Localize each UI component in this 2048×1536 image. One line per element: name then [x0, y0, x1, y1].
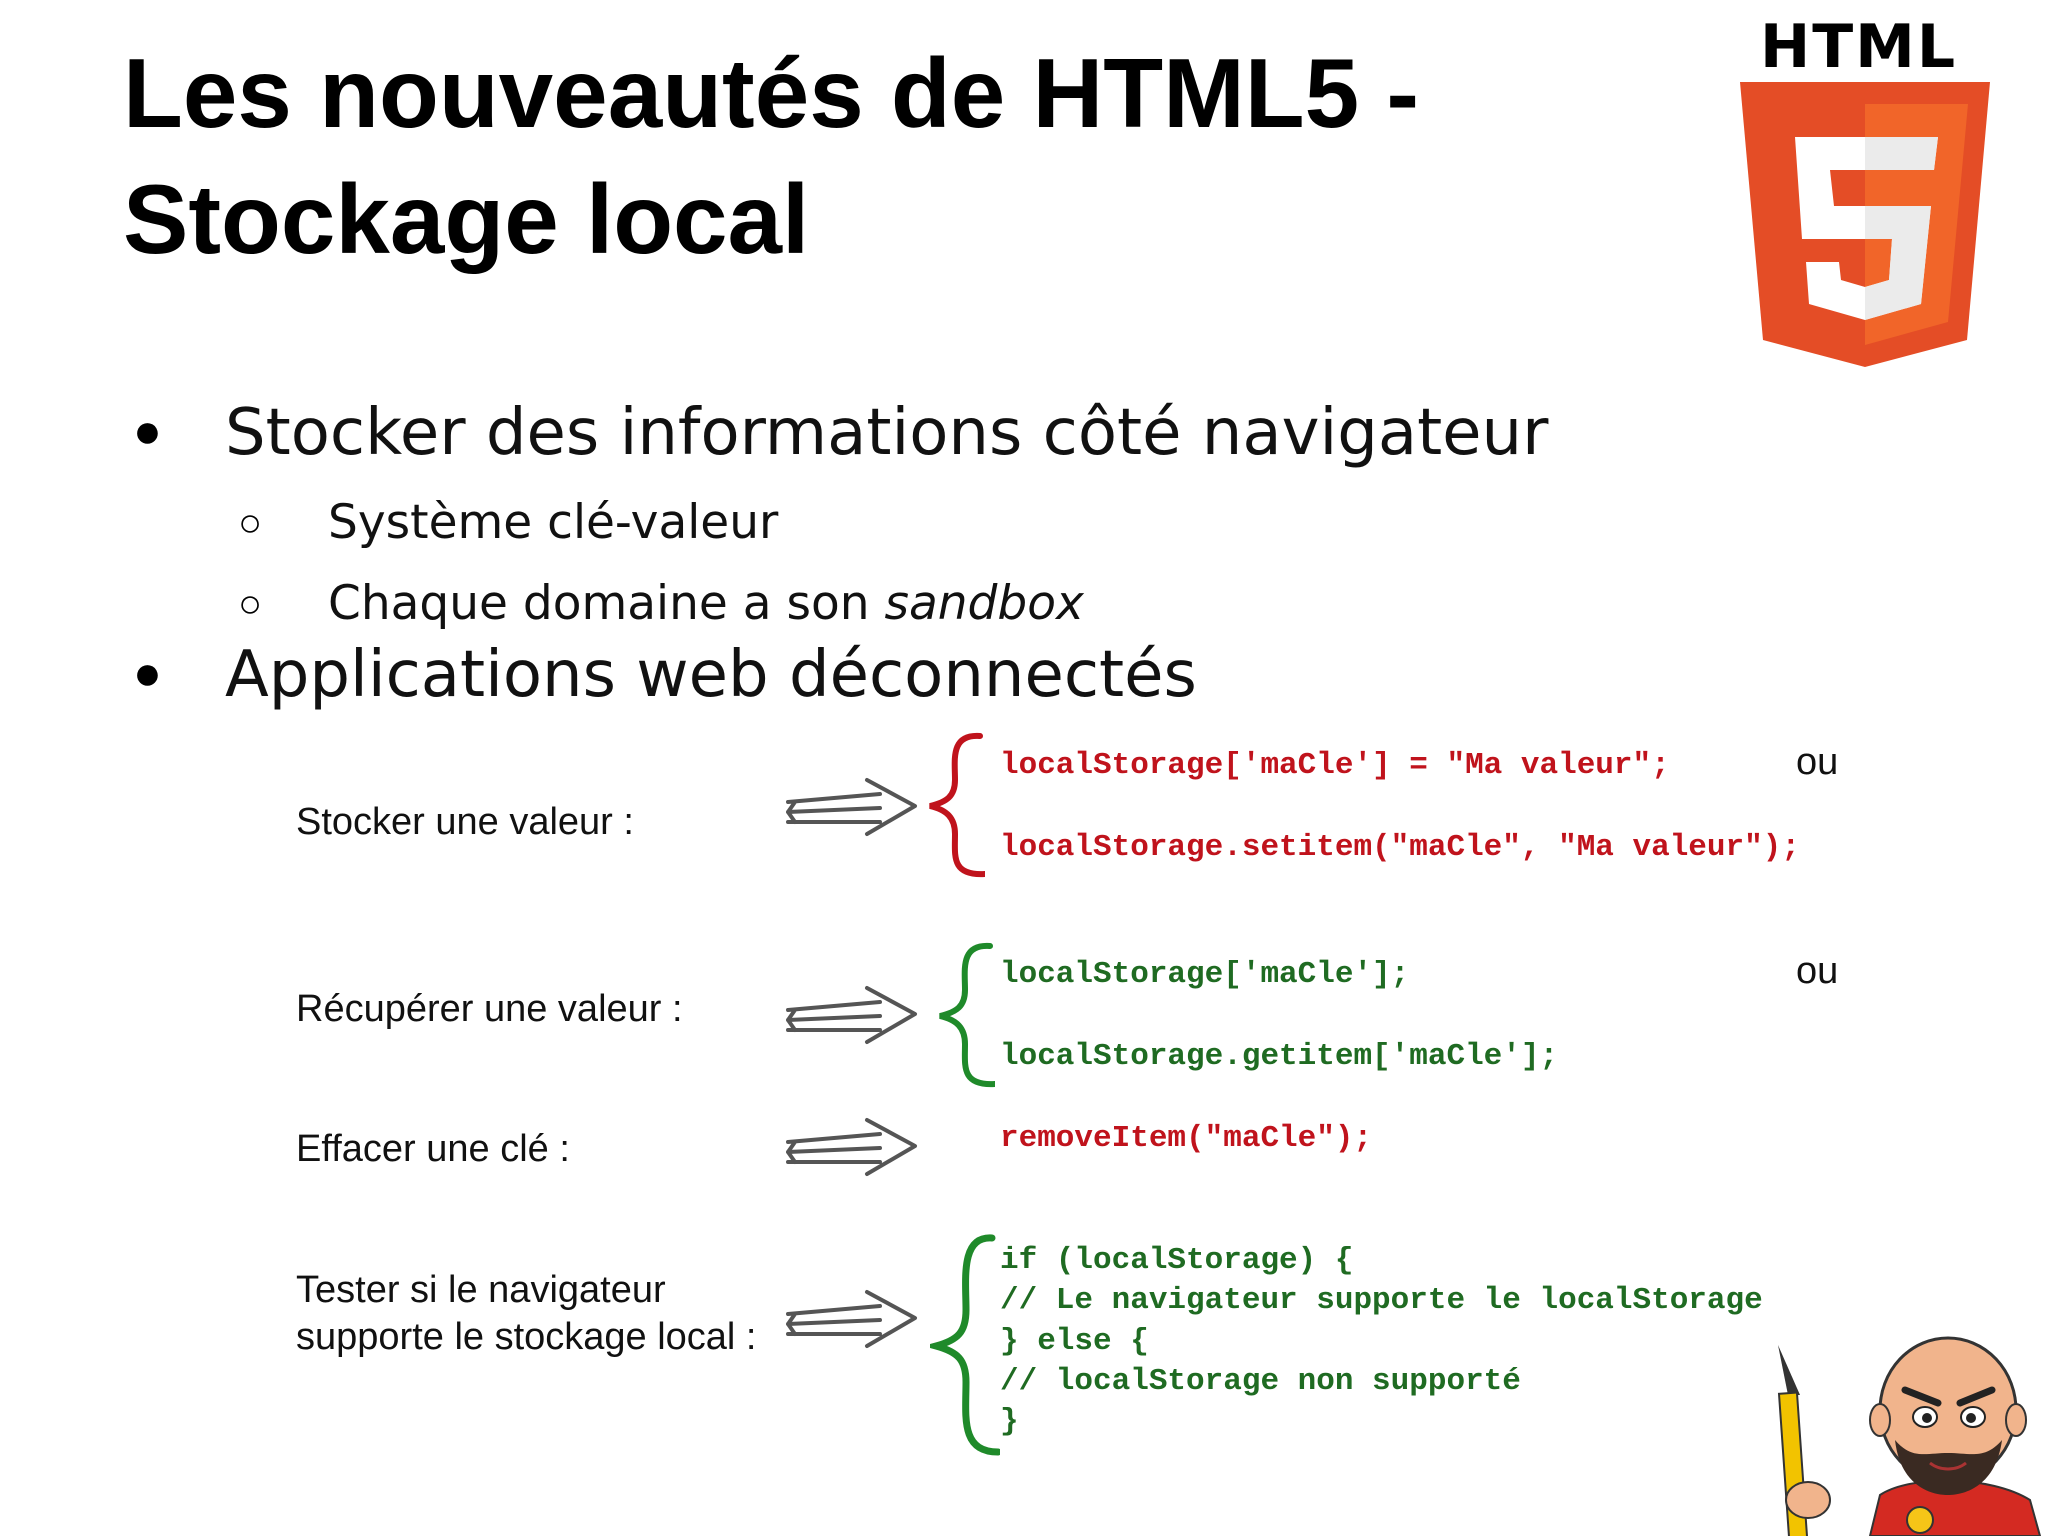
mascot-illustration — [1777, 1336, 2042, 1536]
operation-label: Récupérer une valeur : — [296, 988, 683, 1030]
code-line: } else { — [1000, 1324, 1149, 1359]
brace-icon — [930, 1234, 1000, 1456]
code-line: removeItem("maCle"); — [1000, 1121, 1373, 1156]
slide-title-line1: Les nouveautés de HTML5 - — [123, 38, 1420, 148]
code-line: } — [1000, 1404, 1019, 1439]
html5-shield-icon — [1740, 82, 1990, 367]
sub-bullet-circle-icon: ○ — [238, 582, 263, 626]
sub-bullet-text-prefix: Chaque domaine a son — [328, 576, 885, 631]
bullet-text: Stocker des informations côté navigateur — [225, 396, 1549, 470]
separator-text: ou — [1796, 950, 1839, 992]
slide-title-line2: Stockage local — [123, 164, 810, 274]
operation-label: Stocker une valeur : — [296, 801, 634, 843]
brace-icon — [939, 942, 995, 1088]
operation-label: Tester si le navigateur supporte le stoc… — [296, 1269, 757, 1358]
code-line: localStorage.getitem['maCle']; — [1000, 1039, 1559, 1074]
sub-bullet-text: Chaque domaine a son sandbox — [328, 576, 1084, 631]
arrow-icon — [786, 1118, 917, 1176]
separator-text: ou — [1796, 741, 1839, 783]
html5-logo-text: HTML — [1760, 12, 1958, 82]
code-line: // localStorage non supporté — [1000, 1364, 1521, 1399]
html5-logo: HTML — [1730, 10, 2000, 367]
code-line: localStorage['maCle'] = "Ma valeur"; — [1000, 748, 1670, 783]
bullet-dot-icon: ● — [133, 647, 162, 700]
slide-title: Les nouveautés de HTML5 - Stockage local — [123, 30, 1419, 282]
sub-bullet-text: Système clé-valeur — [328, 495, 779, 550]
sub-bullet-text-em: sandbox — [884, 576, 1084, 631]
arrow-icon — [786, 1290, 917, 1348]
code-line: localStorage['maCle']; — [1000, 957, 1410, 992]
arrow-icon — [786, 986, 917, 1044]
sub-bullet-circle-icon: ○ — [238, 501, 263, 545]
arrow-icon — [786, 778, 917, 836]
operation-label: Effacer une clé : — [296, 1128, 570, 1170]
code-line: localStorage.setitem("maCle", "Ma valeur… — [1000, 830, 1800, 865]
bullet-text: Applications web déconnectés — [225, 638, 1197, 712]
code-line: if (localStorage) { — [1000, 1243, 1354, 1278]
brace-icon — [929, 732, 985, 878]
bullet-dot-icon: ● — [133, 405, 162, 458]
code-line: // Le navigateur supporte le localStorag… — [1000, 1283, 1763, 1318]
